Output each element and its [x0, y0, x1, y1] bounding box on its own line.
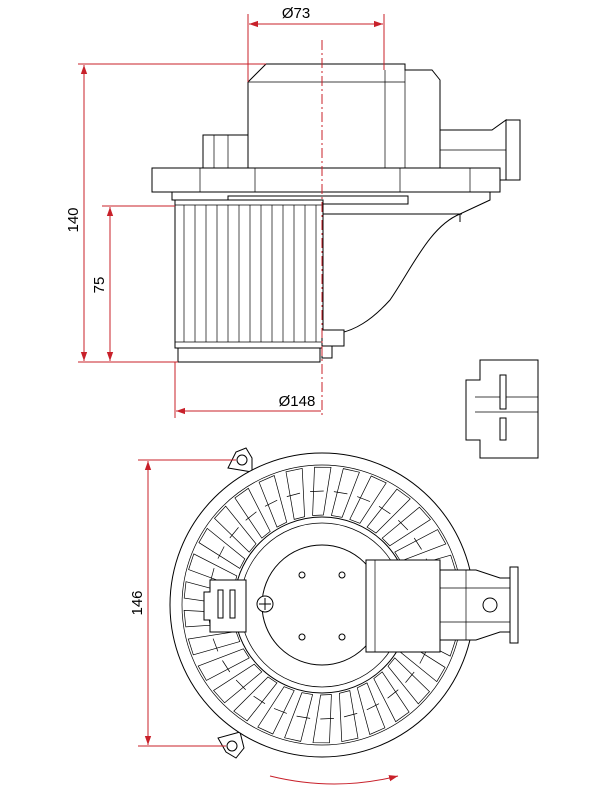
vane-rib: [398, 520, 409, 531]
vane-rib: [235, 679, 246, 690]
vane-rib: [210, 568, 215, 582]
connector-detail: [465, 359, 539, 459]
side-view: [151, 63, 521, 363]
fan-vane: [257, 686, 295, 735]
dim-wheel-height: 75: [91, 277, 108, 294]
vane-rib: [366, 703, 380, 711]
vane-rib: [333, 491, 348, 495]
fan-vane: [373, 671, 410, 723]
vane-rib: [222, 660, 231, 673]
side-connector: [202, 134, 249, 169]
vane-rib: [296, 715, 311, 719]
fan-wheel-side: [174, 199, 324, 363]
fan-vane: [187, 631, 241, 656]
control-module: [365, 559, 441, 653]
fan-vane: [339, 690, 359, 743]
front-connector: [203, 579, 247, 633]
vane-rib: [273, 708, 287, 714]
dim-shaft-diameter: Ø73: [282, 5, 310, 22]
motor-hub: [261, 544, 383, 666]
fan-vane: [356, 682, 386, 735]
vane-rib: [229, 527, 239, 539]
fan-vane: [312, 466, 332, 516]
mount-ear-bottom: [217, 731, 245, 759]
fan-vane: [213, 663, 263, 704]
fan-vane: [234, 487, 271, 539]
vane-rib: [253, 695, 266, 704]
side-bracket-front: [439, 566, 519, 644]
vane-rib: [387, 689, 399, 699]
fan-vane: [214, 505, 257, 553]
fan-vane: [349, 475, 387, 524]
vane-rib: [264, 499, 278, 507]
dimensions: Ø73 140 75 Ø148 146: [65, 5, 385, 747]
vane-rib: [245, 511, 257, 521]
fan-vane: [330, 468, 360, 518]
vane-rib: [320, 718, 334, 720]
fan-vane: [312, 694, 332, 744]
vane-rib: [343, 713, 358, 718]
vane-rib: [357, 496, 371, 502]
fan-vane: [197, 648, 250, 681]
vane-rib: [419, 651, 427, 664]
fan-vane: [387, 657, 430, 705]
connector-pin-icon: [499, 374, 507, 410]
vane-rib: [286, 492, 301, 497]
fan-vane: [258, 475, 288, 528]
dim-mount-span: 146: [129, 590, 146, 615]
mount-ear-top: [227, 447, 253, 473]
dim-overall-height: 140: [65, 207, 82, 232]
volute-shroud: [339, 213, 461, 334]
vane-rib: [378, 506, 391, 515]
dim-wheel-diameter: Ø148: [279, 393, 316, 410]
vane-rib: [217, 546, 225, 559]
vane-rib: [310, 490, 324, 492]
motor-housing: [247, 63, 441, 169]
fan-vane: [394, 529, 447, 562]
vane-rib: [212, 638, 219, 652]
fan-vane: [198, 527, 246, 569]
fan-vane: [188, 553, 238, 587]
front-view: [169, 447, 519, 785]
screw-icon: [256, 595, 274, 613]
vane-rib: [413, 537, 422, 550]
vane-rib: [405, 671, 415, 683]
fan-vane: [381, 506, 431, 547]
fan-vane: [233, 676, 278, 722]
fan-vane: [285, 467, 305, 520]
mounting-flange: [151, 167, 501, 193]
rotation-arrow-icon: [269, 775, 399, 785]
fan-vane: [366, 488, 411, 534]
fan-vane: [284, 692, 314, 742]
